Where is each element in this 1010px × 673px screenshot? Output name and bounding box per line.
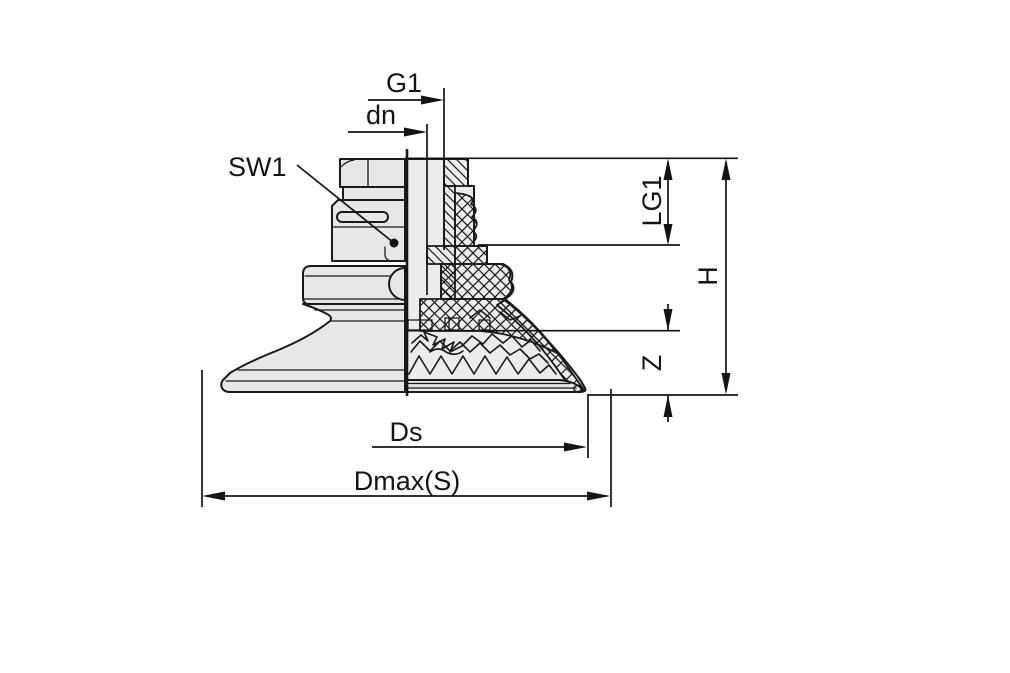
dim-label-sw1: SW1 [228,152,287,182]
rubber-section-flange [440,263,513,300]
cup-texture-cleats [411,309,541,356]
sealing-lip-right [406,379,583,393]
fitting-metal-section-stem [443,185,456,247]
rubber-section-ring [454,245,488,265]
dim-label-dmax: Dmax(S) [354,466,461,496]
g1-arrowhead [421,95,444,105]
dim-label-g1: G1 [386,68,422,98]
sw1-leader-dot [389,238,399,248]
dim-label-ds: Ds [390,417,423,447]
washer-plate [342,186,406,201]
dimensions: G1 dn SW1 LG1 H Z Ds [201,68,738,507]
lip-tip-detail [573,384,583,393]
cup-skirt [220,303,406,393]
dim-label-z: Z [637,355,667,372]
dn-arrowhead [404,127,427,137]
port-semicircle [388,267,406,301]
ds-arrowhead [564,442,587,452]
exterior-left-half [220,158,406,393]
hex-nut [339,158,406,188]
dim-label-lg1: LG1 [637,175,667,226]
section-right-half [406,158,587,393]
body-block [331,199,406,262]
cup-texture-zigzag [408,340,557,375]
dim-label-dn: dn [366,100,396,130]
dim-label-h: H [693,266,723,286]
fitting-metal-section-collar [426,245,456,265]
fitting-metal-section-top [443,158,469,187]
rubber-section-neck [454,192,478,247]
